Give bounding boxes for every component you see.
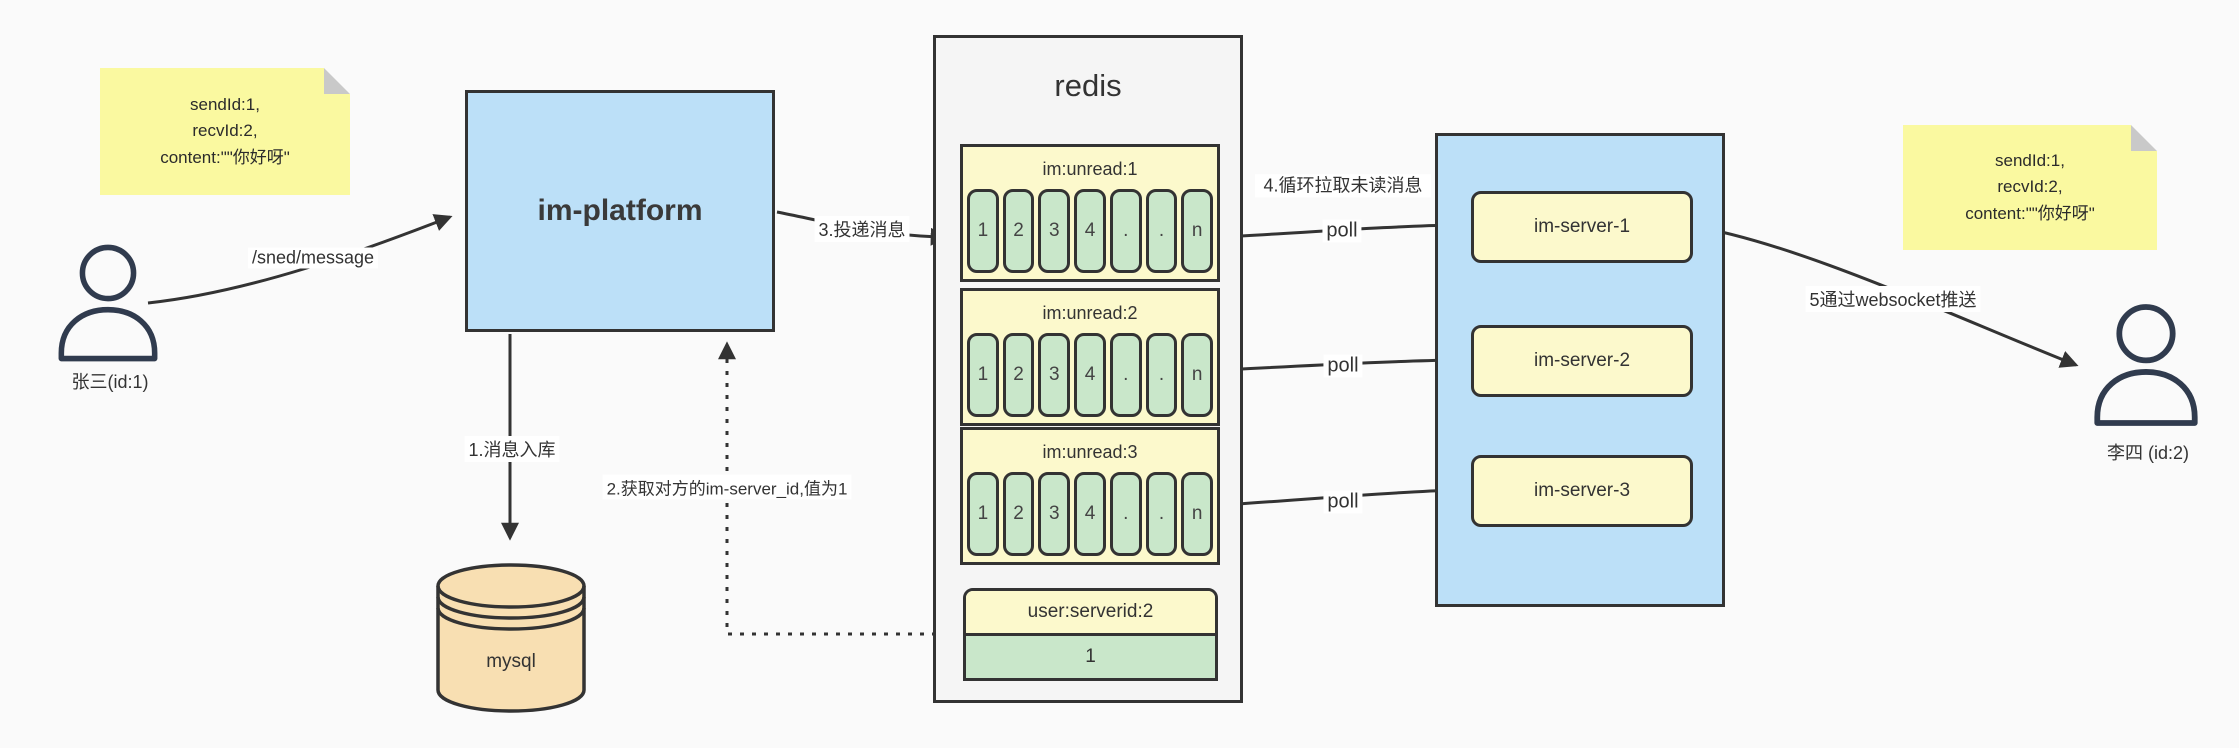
edge-label-poll-1: poll — [1322, 219, 1362, 243]
edge-label-send-message: /sned/message — [247, 247, 379, 269]
queue-cell: 3 — [1038, 472, 1071, 556]
server-label: im-server-3 — [1533, 480, 1631, 501]
queue-im-unread-3: im:unread:3 1 2 3 4 . . n — [960, 427, 1220, 565]
queue-cell: n — [1181, 333, 1214, 417]
note-fold-icon — [2131, 125, 2157, 151]
queue-header: im:unread:1 — [1042, 159, 1138, 179]
im-server-2-box: im-server-2 — [1471, 325, 1693, 397]
edge-label-poll-3: poll — [1323, 490, 1363, 514]
edge-label-store-message: 1.消息入库 — [464, 436, 560, 462]
server-label: im-server-2 — [1533, 350, 1631, 371]
edge-label-poll-2: poll — [1323, 354, 1363, 378]
queue-cell: . — [1145, 472, 1178, 556]
queue-cell: 4 — [1074, 189, 1106, 273]
queue-cell: 1 — [967, 189, 999, 273]
server-label: im-server-1 — [1533, 216, 1631, 237]
user-icon — [2094, 304, 2198, 426]
queue-cell: 4 — [1074, 333, 1106, 417]
queue-cell: 2 — [1002, 333, 1035, 417]
queue-im-unread-2: im:unread:2 1 2 3 4 . . n — [960, 288, 1220, 426]
redis-container: redis im:unread:1 1 2 3 4 . . n im:unrea… — [933, 35, 1243, 703]
kv-user-serverid-box: user:serverid:2 1 — [963, 588, 1218, 681]
redis-title: redis — [1054, 68, 1122, 103]
database-cylinder-icon — [436, 563, 586, 713]
queue-cell: 1 — [967, 333, 999, 417]
queue-cell: 3 — [1038, 189, 1071, 273]
queue-im-unread-1: im:unread:1 1 2 3 4 . . n — [960, 144, 1220, 282]
note-fold-icon — [324, 68, 350, 94]
queue-cell: n — [1181, 472, 1214, 556]
im-server-3-box: im-server-3 — [1471, 455, 1693, 527]
edge-label-lookup-serverid: 2.获取对方的im-server_id,值为1 — [602, 474, 852, 500]
user-icon — [58, 244, 158, 362]
sender-label: 张三(id:1) — [71, 372, 149, 392]
im-platform-box: im-platform — [465, 90, 775, 332]
kv-value: 1 — [966, 636, 1215, 678]
queue-cell: 2 — [1002, 189, 1035, 273]
queue-cells: 1 2 3 4 . . n — [967, 189, 1214, 273]
im-platform-label: im-platform — [537, 194, 703, 227]
queue-cell: 1 — [967, 472, 999, 556]
edge-label-websocket-push: 5通过websocket推送 — [1805, 286, 1981, 312]
queue-cell: 3 — [1038, 333, 1071, 417]
im-server-1-box: im-server-1 — [1471, 191, 1693, 263]
edge-label-deliver: 3.投递消息 — [814, 216, 910, 242]
queue-cell: . — [1145, 189, 1178, 273]
queue-cell: 2 — [1002, 472, 1035, 556]
note-text: sendId:1, recvId:2, content:""你好呀" — [160, 94, 290, 167]
queue-header: im:unread:2 — [1042, 303, 1138, 323]
sticky-note-push-payload: sendId:1, recvId:2, content:""你好呀" — [1903, 125, 2157, 250]
queue-cells: 1 2 3 4 . . n — [967, 472, 1214, 556]
queue-cell: . — [1145, 333, 1178, 417]
sticky-note-request: sendId:1, recvId:2, content:""你好呀" — [100, 68, 350, 195]
mysql-label: mysql — [486, 651, 536, 672]
note-text: sendId:1, recvId:2, content:""你好呀" — [1965, 150, 2095, 223]
queue-cell: . — [1109, 333, 1142, 417]
queue-cell: n — [1181, 189, 1214, 273]
edge-label-pull-unread: 4.循环拉取未读消息 — [1255, 174, 1431, 198]
queue-cells: 1 2 3 4 . . n — [967, 333, 1214, 417]
queue-cell: . — [1109, 189, 1142, 273]
queue-header: im:unread:3 — [1042, 442, 1138, 462]
receiver-label: 李四 (id:2) — [2106, 443, 2190, 463]
queue-cell: . — [1109, 472, 1142, 556]
kv-key: user:serverid:2 — [966, 591, 1215, 636]
queue-cell: 4 — [1074, 472, 1106, 556]
im-server-cluster-container: im-server-1 im-server-2 im-server-3 — [1435, 133, 1725, 607]
